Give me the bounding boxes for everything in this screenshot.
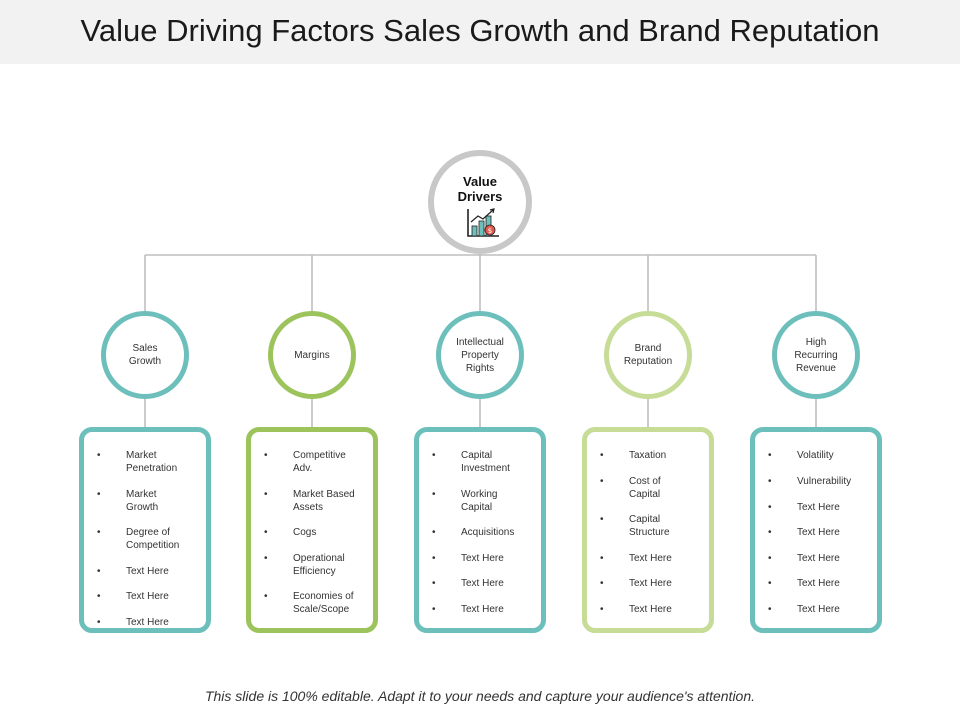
bullet-icon: • [432,527,436,538]
list-item-text: Text Here [126,617,169,628]
bullet-icon: • [600,604,604,615]
list-item-text: Text Here [126,591,169,602]
bullet-icon: • [97,489,101,500]
bullet-icon: • [768,502,772,513]
bullet-icon: • [432,450,436,461]
bullet-icon: • [264,591,268,602]
bullet-icon: • [264,553,268,564]
branch-card: • Volatility • Vulnerability • Text Here • Text… [750,427,882,633]
bullet-icon: • [600,578,604,589]
bullet-icon: • [600,514,604,525]
list-item-text: Text Here [629,604,672,615]
bullet-icon: • [768,450,772,461]
list-item-text: Cogs [293,527,317,538]
list-item-text: Text Here [797,553,840,564]
title-bar [0,0,960,64]
list-item-text: Text Here [797,578,840,589]
list-item-text: Vulnerability [797,476,852,487]
bullet-icon: • [264,489,268,500]
bullet-icon: • [768,604,772,615]
root-label: Value Drivers [434,174,526,204]
page-title: Value Driving Factors Sales Growth and B… [80,13,880,48]
bullet-icon: • [600,553,604,564]
list-item-text: Text Here [461,578,504,589]
branch-node-label: Margins [294,349,330,361]
branch-node: Margins [268,311,356,399]
bullet-icon: • [97,617,101,628]
list-item-text: Text Here [797,502,840,513]
bar-chart-growth-icon: $ [467,208,499,237]
list-item-text: Acquisitions [461,527,515,538]
root-label-line1: Value [463,174,497,189]
bullet-icon: • [768,527,772,538]
list-item-text: Taxation [629,450,667,461]
bullet-icon: • [432,604,436,615]
bullet-icon: • [97,527,101,538]
bullet-icon: • [432,553,436,564]
bullet-icon: • [97,566,101,577]
list-item-text: Text Here [629,578,672,589]
bullet-icon: • [97,450,101,461]
bullet-icon: • [97,591,101,602]
list-item-text: Text Here [629,553,672,564]
bullet-icon: • [600,450,604,461]
bullet-icon: • [768,476,772,487]
list-item-text: Volatility [797,450,834,461]
list-item-text: Text Here [461,604,504,615]
list-item-text: Text Here [797,604,840,615]
bullet-icon: • [768,553,772,564]
root-node-value-drivers: Value Drivers $ [428,150,532,254]
bullet-icon: • [600,476,604,487]
bullet-icon: • [432,578,436,589]
bullet-icon: • [264,527,268,538]
bullet-icon: • [768,578,772,589]
footer-note: This slide is 100% editable. Adapt it to… [204,688,756,704]
list-item-text: Text Here [126,566,169,577]
root-label-line2: Drivers [457,189,503,204]
bullet-icon: • [264,450,268,461]
svg-text:$: $ [488,227,492,235]
bullet-icon: • [432,489,436,500]
list-item-text: Text Here [797,527,840,538]
list-item-text: Text Here [461,553,504,564]
